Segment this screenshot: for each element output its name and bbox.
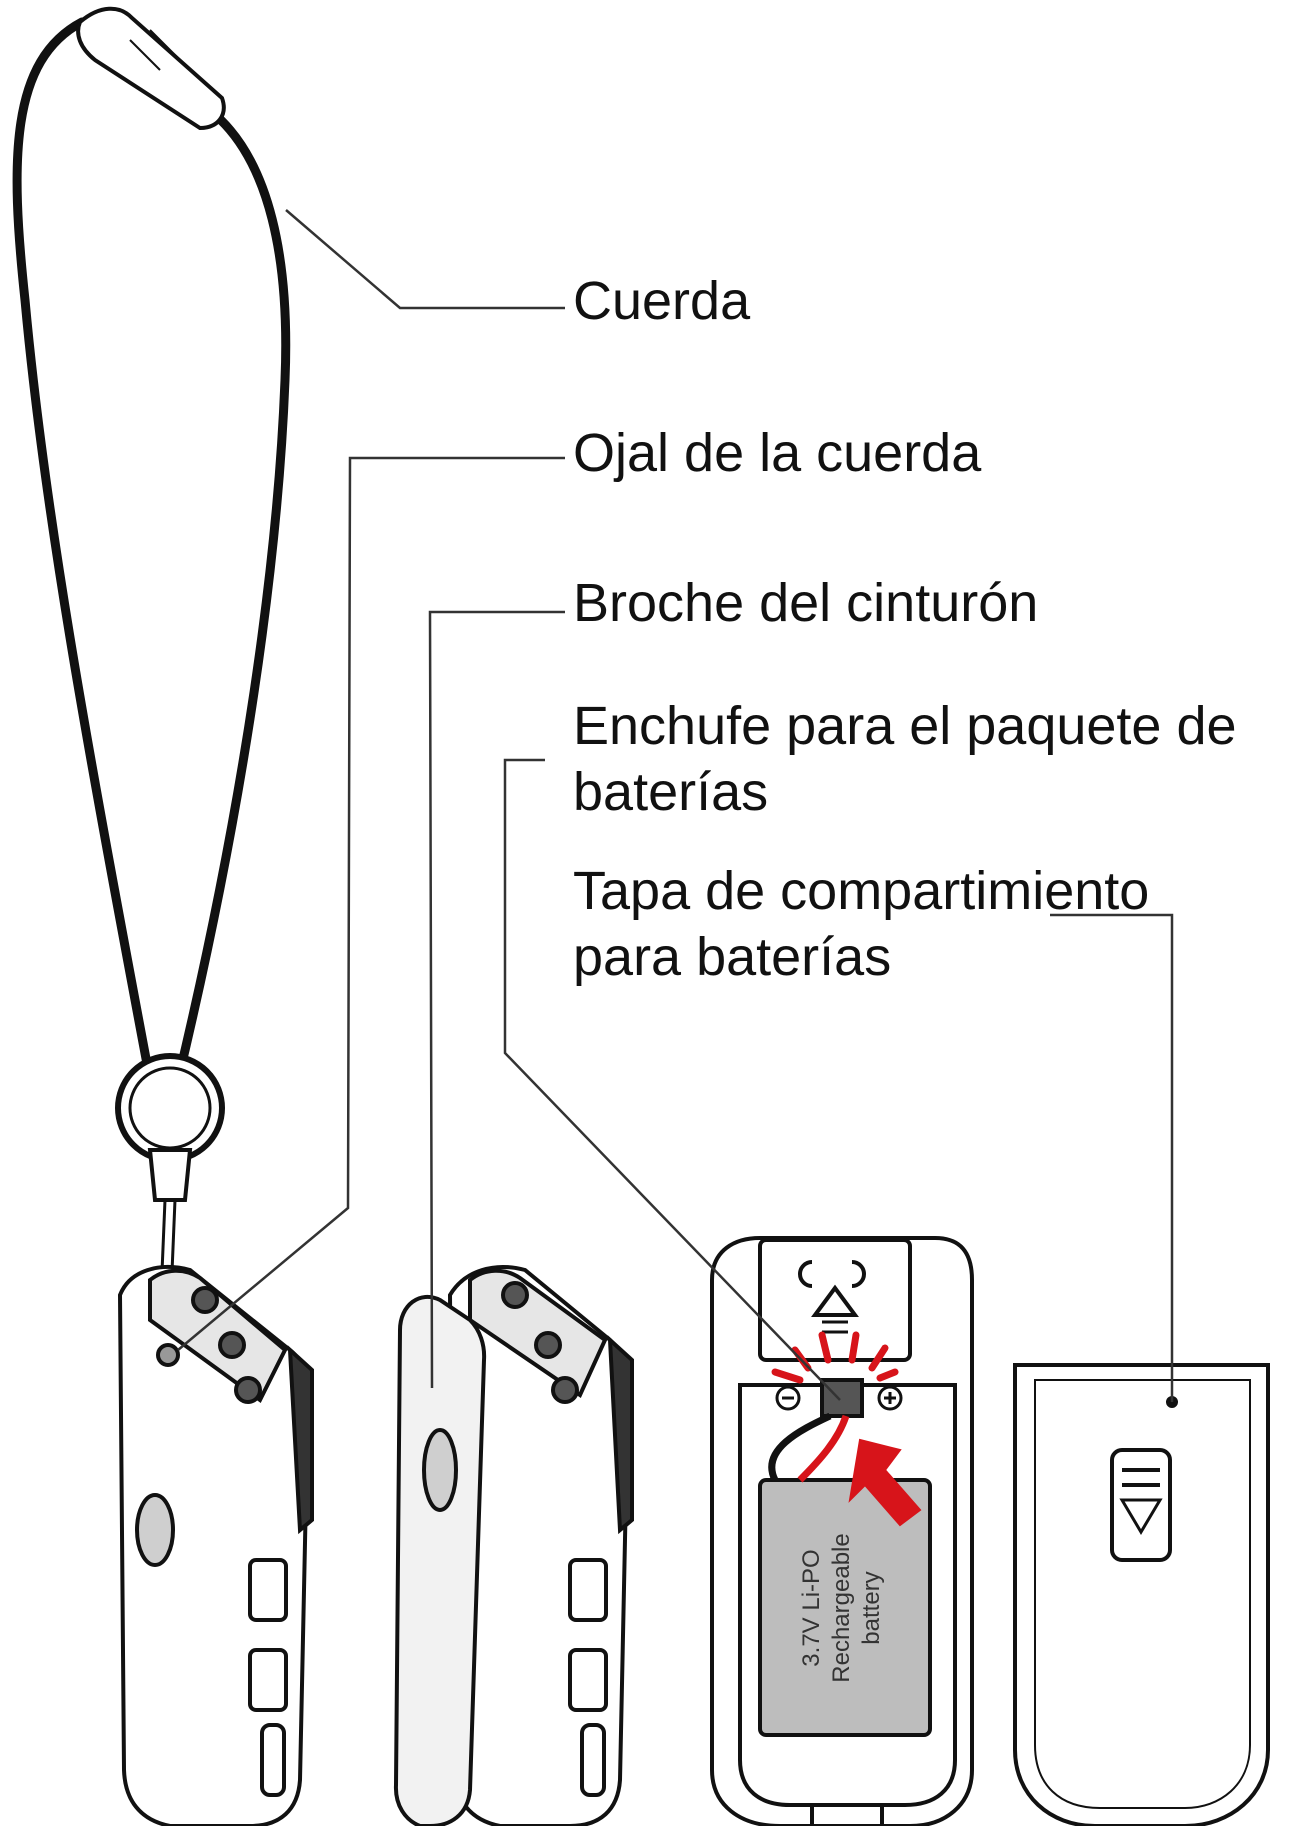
label-enchufe-baterias: Enchufe para el paquete de baterías bbox=[573, 693, 1237, 825]
battery-cover bbox=[1015, 1365, 1268, 1826]
label-broche-cinturon: Broche del cinturón bbox=[573, 570, 1038, 636]
label-tapa-line1: Tapa de compartimiento bbox=[573, 858, 1149, 924]
lanyard bbox=[17, 22, 286, 1080]
cord-stopper bbox=[78, 9, 224, 128]
leader-ojal bbox=[178, 458, 565, 1350]
device-front-view bbox=[120, 1267, 312, 1826]
device-battery-view bbox=[712, 1238, 972, 1826]
leader-cuerda bbox=[286, 210, 565, 308]
label-cuerda: Cuerda bbox=[573, 268, 750, 334]
label-enchufe-line1: Enchufe para el paquete de bbox=[573, 693, 1237, 759]
label-ojal-cuerda: Ojal de la cuerda bbox=[573, 420, 981, 486]
battery-text-line3: battery bbox=[858, 1571, 885, 1644]
lanyard-ring bbox=[118, 1056, 222, 1160]
label-tapa-compartimiento: Tapa de compartimiento para baterías bbox=[573, 858, 1149, 990]
battery-text-line1: 3.7V Li-PO bbox=[798, 1549, 825, 1666]
battery-text-line2: Rechargeable bbox=[828, 1533, 855, 1682]
label-tapa-line2: para baterías bbox=[573, 924, 1149, 990]
belt-clip bbox=[396, 1297, 484, 1826]
label-enchufe-line2: baterías bbox=[573, 759, 1237, 825]
